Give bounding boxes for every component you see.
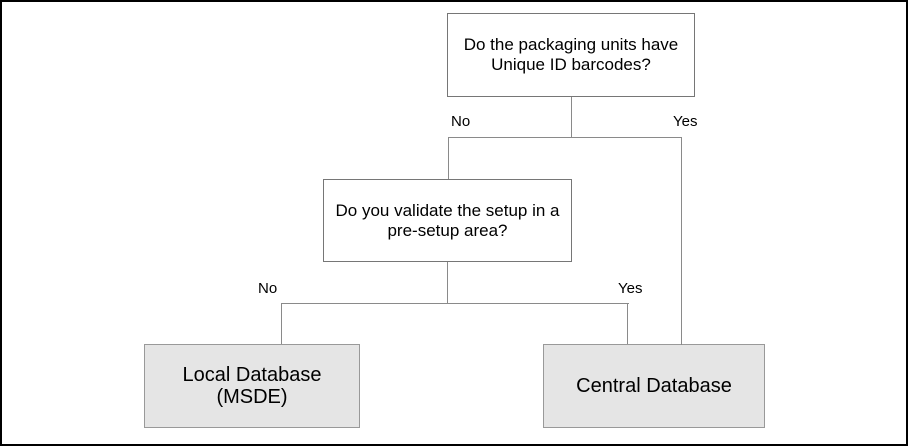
outcome-node-central-database-text: Central Database (576, 375, 732, 397)
branch-label-validate-yes: Yes (618, 280, 643, 297)
outcome-node-local-database: Local Database (MSDE) (144, 344, 360, 428)
branch-label-barcode-yes: Yes (673, 113, 698, 130)
connector-validate-branch-horizontal (281, 303, 629, 304)
branch-label-barcode-no: No (451, 113, 471, 130)
decision-node-validate-question-text: Do you validate the setup in a pre-setup… (335, 200, 560, 240)
connector-validate-question-drop (447, 262, 448, 304)
connector-barcode-no-drop (448, 137, 449, 179)
outcome-node-local-database-text: Local Database (MSDE) (182, 364, 322, 408)
connector-barcode-question-drop (571, 97, 572, 138)
decision-node-barcode-question: Do the packaging units have Unique ID ba… (447, 13, 695, 97)
decision-node-barcode-question-text: Do the packaging units have Unique ID ba… (463, 35, 679, 74)
connector-validate-no-drop (281, 303, 282, 344)
connector-validate-yes-drop (627, 303, 628, 344)
branch-label-validate-no: No (258, 280, 278, 297)
decision-node-validate-question: Do you validate the setup in a pre-setup… (323, 179, 572, 262)
connector-barcode-yes-drop (681, 137, 682, 345)
connector-barcode-branch-horizontal (448, 137, 682, 138)
outcome-node-central-database: Central Database (543, 344, 765, 428)
